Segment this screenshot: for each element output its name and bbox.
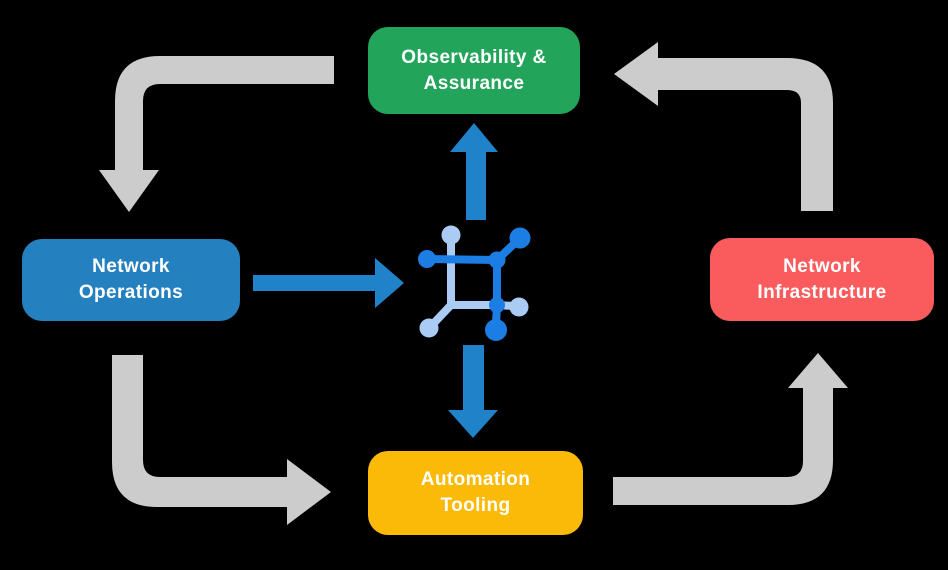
flow-arrows: [253, 123, 498, 438]
flow-arrow-operations-to-hub: [253, 258, 404, 308]
node-network-operations-label: Network Operations: [78, 256, 184, 303]
cycle-arrow-infrastructure-to-observability: [614, 42, 833, 211]
cycle-arrow-automation-to-infrastructure: [613, 353, 848, 505]
network-mesh-icon-dark-dots: [418, 227, 531, 341]
node-automation-tooling-label: Automation Tooling: [420, 469, 531, 516]
flow-arrow-hub-to-automation: [448, 345, 498, 438]
network-mesh-icon: [418, 225, 531, 341]
cycle-arrow-observability-to-operations: [99, 56, 334, 212]
network-mesh-icon-light-dots: [419, 225, 529, 338]
node-network-infrastructure: Network Infrastructure: [710, 238, 934, 321]
node-observability-assurance: Observability & Assurance: [368, 27, 580, 114]
cycle-arrow-operations-to-automation: [112, 355, 331, 525]
node-network-operations: Network Operations: [22, 239, 240, 321]
node-automation-tooling: Automation Tooling: [368, 451, 583, 535]
cycle-arrows: [99, 42, 848, 525]
node-observability-assurance-label: Observability & Assurance: [401, 46, 547, 94]
flow-arrow-hub-to-observability: [450, 123, 498, 220]
node-network-infrastructure-label: Network Infrastructure: [757, 255, 887, 303]
